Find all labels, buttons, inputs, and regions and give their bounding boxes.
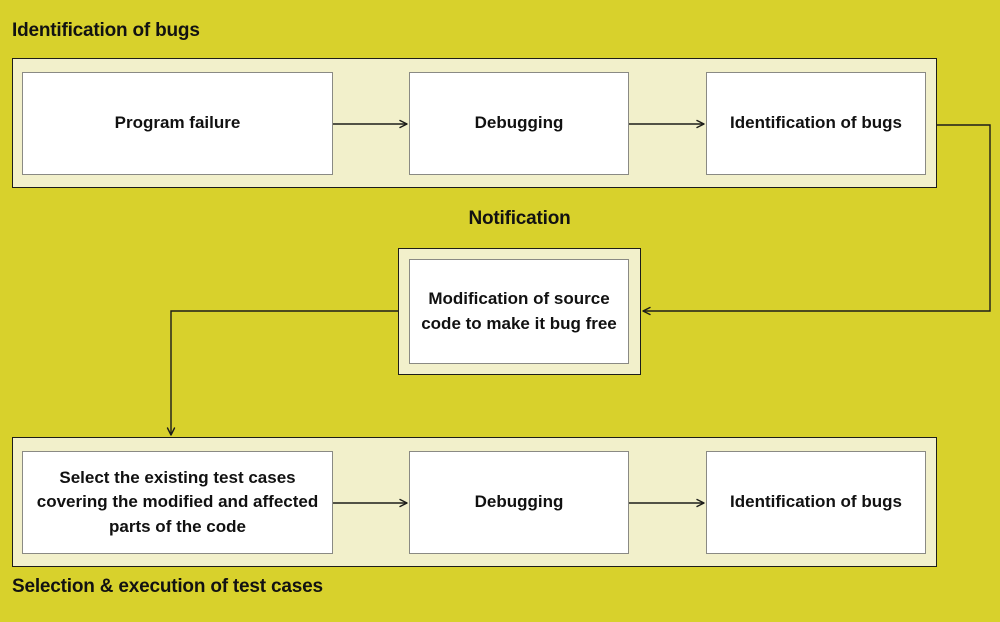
process-box-debugging-bottom[interactable]: Debugging (409, 451, 629, 554)
section-caption-identification-of-bugs: Identification of bugs (12, 20, 200, 41)
section-caption-selection-and-execution: Selection & execution of test cases (12, 576, 323, 597)
process-box-select-existing-test-cases[interactable]: Select the existing test cases covering … (22, 451, 333, 554)
section-caption-notification: Notification (468, 208, 571, 229)
process-box-identification-of-bugs-top[interactable]: Identification of bugs (706, 72, 926, 175)
arrow-modification-to-select-cases (166, 310, 398, 436)
process-box-identification-of-bugs-bottom[interactable]: Identification of bugs (706, 451, 926, 554)
process-box-modification-of-source-code[interactable]: Modification of source code to make it b… (409, 259, 629, 364)
process-box-program-failure[interactable]: Program failure (22, 72, 333, 175)
process-box-debugging-top[interactable]: Debugging (409, 72, 629, 175)
